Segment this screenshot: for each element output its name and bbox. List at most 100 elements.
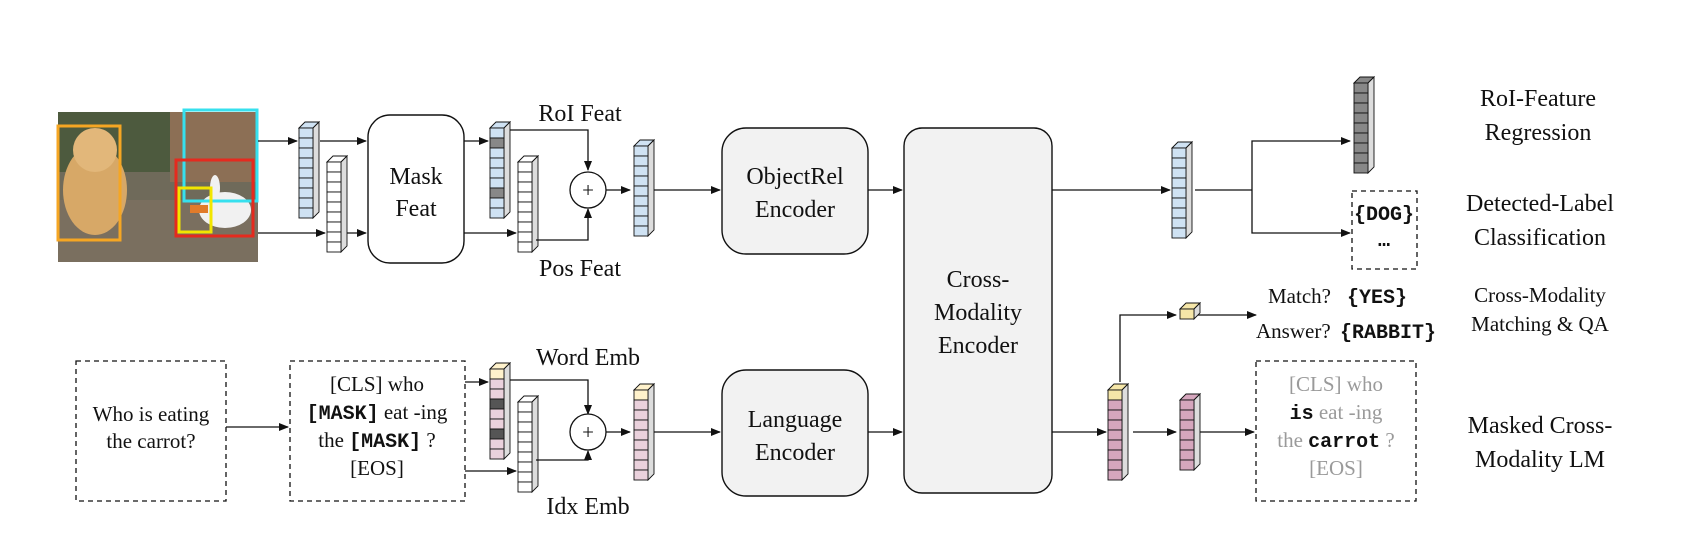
vector-side-face <box>1185 140 1193 240</box>
masked-output-line-4: [EOS] <box>1309 456 1363 480</box>
bbox-yellow <box>177 186 213 234</box>
vector-cell <box>1353 122 1369 134</box>
vector-cell <box>1171 227 1187 239</box>
vector-cell <box>326 211 342 223</box>
vector-cell <box>1107 449 1123 461</box>
vector-cell <box>1107 389 1123 401</box>
roi-feat-label: RoI Feat <box>538 101 622 127</box>
vector-cell <box>517 231 533 243</box>
vector-cell <box>1107 399 1123 411</box>
vector-cell <box>489 448 505 460</box>
vector-cell <box>489 147 505 159</box>
vector-cell <box>517 181 533 193</box>
roi-feature-target-vector <box>1352 75 1376 175</box>
vector-cell <box>298 177 314 189</box>
vector-cell <box>517 421 533 433</box>
bbox-orange <box>56 124 122 242</box>
vector-cell <box>1353 112 1369 124</box>
vector-cell <box>633 419 649 431</box>
image-roi-feature-vector <box>297 120 321 220</box>
vector-cell <box>1179 449 1195 461</box>
vector-side-face <box>1193 392 1201 472</box>
vector-cell <box>633 195 649 207</box>
vector-cell <box>517 191 533 203</box>
task-detected-label-2: Classification <box>1474 225 1606 251</box>
vector-cell <box>1353 102 1369 114</box>
vector-cell <box>489 127 505 139</box>
word-embedding-vector <box>488 361 512 461</box>
vector-cell <box>489 388 505 400</box>
vector-cell <box>489 438 505 450</box>
vector-cell <box>517 161 533 173</box>
pos-feat-label: Pos Feat <box>539 256 621 282</box>
objectrel-encoder-label-2: Encoder <box>755 197 835 223</box>
vector-cell <box>489 137 505 149</box>
masked-sentence-line-3: the [MASK] ? <box>318 428 436 454</box>
vector-cell <box>633 155 649 167</box>
input-sentence-line-2: the carrot? <box>106 429 195 453</box>
vector-side-face <box>1367 75 1375 175</box>
cross-encoder-label-1: Cross- <box>947 267 1010 293</box>
vector-cell <box>326 241 342 253</box>
vector-side-face <box>531 394 539 494</box>
bbox-cyan <box>182 108 259 203</box>
match-question: Match? <box>1268 284 1331 308</box>
task-roi-regression-2: Regression <box>1485 120 1592 146</box>
vector-cell <box>517 451 533 463</box>
mask-feat-box <box>367 114 465 264</box>
language-encoder <box>721 369 869 497</box>
word-emb-label: Word Emb <box>536 345 640 371</box>
vector-cell <box>489 167 505 179</box>
vector-cell <box>517 481 533 493</box>
masked-roi-feature-vector <box>488 120 512 220</box>
masked-output-line-3: the carrot ? <box>1277 428 1395 454</box>
cls-output-vector <box>1178 301 1202 321</box>
vector-cell <box>1179 399 1195 411</box>
cross-encoder-label-2: Modality <box>934 300 1022 326</box>
vector-cell <box>298 127 314 139</box>
vector-cell <box>633 215 649 227</box>
task-detected-label-1: Detected-Label <box>1466 191 1614 217</box>
vector-side-face <box>503 361 511 461</box>
vector-cell <box>326 231 342 243</box>
vector-cell <box>1171 157 1187 169</box>
masked-sentence-box <box>289 360 466 502</box>
masked-output-box <box>1255 360 1417 502</box>
vector-cell <box>633 165 649 177</box>
vector-cell <box>1179 459 1195 471</box>
vector-cell <box>489 418 505 430</box>
vector-cell <box>1179 429 1195 441</box>
task-masked-lm-2: Modality LM <box>1475 447 1605 473</box>
visual-embedding-vector <box>632 138 656 238</box>
input-sentence-line-1: Who is eating <box>93 402 210 426</box>
vector-cell <box>633 399 649 411</box>
vector-cell <box>517 431 533 443</box>
vector-cell <box>1179 439 1195 451</box>
vector-cell <box>1353 92 1369 104</box>
masked-sentence-line-1: [CLS] who <box>330 372 424 396</box>
vector-cell <box>633 409 649 421</box>
cross-modality-vision-output-vector <box>1170 140 1194 240</box>
task-roi-regression-1: RoI-Feature <box>1480 86 1596 112</box>
cross-modality-encoder <box>903 127 1053 494</box>
objectrel-encoder-label-1: ObjectRel <box>746 164 844 190</box>
vector-cell <box>633 145 649 157</box>
vector-cell <box>1171 187 1187 199</box>
mask-feat-label-2: Feat <box>395 196 437 222</box>
vector-cell <box>517 471 533 483</box>
input-image <box>58 112 258 262</box>
detected-label-dog: {DOG} <box>1354 204 1414 227</box>
vector-cell <box>633 429 649 441</box>
vector-cell <box>326 181 342 193</box>
object-relationship-encoder <box>721 127 869 255</box>
vector-cell <box>1107 469 1123 481</box>
vector-cell <box>326 201 342 213</box>
vector-cell <box>517 171 533 183</box>
detected-label-ellipsis: … <box>1378 230 1390 253</box>
vector-side-face <box>531 154 539 254</box>
vector-cell <box>489 197 505 209</box>
vector-cell <box>633 225 649 237</box>
vector-cell <box>1171 207 1187 219</box>
vector-cell <box>326 191 342 203</box>
vector-side-face <box>503 120 511 220</box>
